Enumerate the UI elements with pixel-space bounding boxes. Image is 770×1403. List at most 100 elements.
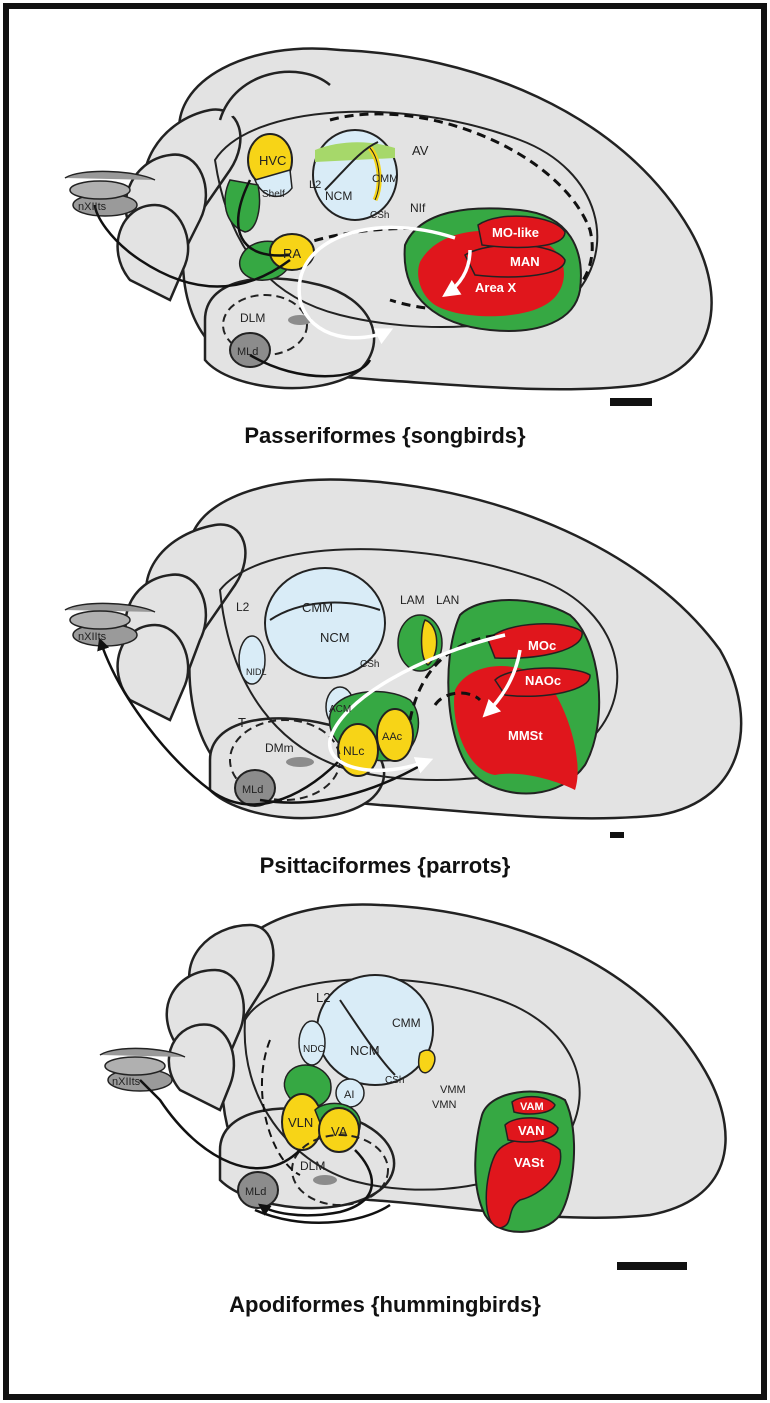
label-ncm: NCM bbox=[320, 630, 350, 645]
label-van: VAN bbox=[518, 1123, 544, 1138]
label-mmst: MMSt bbox=[508, 728, 543, 743]
label-naoc: NAOc bbox=[525, 673, 561, 688]
nxiits-brainstem bbox=[64, 170, 156, 217]
auditory-boundary bbox=[269, 601, 381, 621]
label-cmm: CMM bbox=[392, 1016, 421, 1030]
label-nxiits: nXIIts bbox=[112, 1076, 141, 1088]
label-l2: L2 bbox=[316, 990, 330, 1005]
red-vam bbox=[511, 1096, 556, 1115]
label-hvc: HVC bbox=[259, 153, 286, 168]
panel-parrot: CMM NCM L2 NIDL CSh ACM LAM LAN MOc NAOc… bbox=[64, 478, 743, 878]
label-lam: LAM bbox=[400, 593, 425, 607]
label-l2: L2 bbox=[309, 179, 321, 191]
label-cmm: CMM bbox=[372, 173, 398, 185]
ndc-nucleus bbox=[298, 1020, 326, 1066]
dlm-dot bbox=[313, 1175, 337, 1185]
label-csh: CSh bbox=[385, 1075, 404, 1086]
motor-pathway-2 bbox=[259, 758, 431, 804]
label-va: VA bbox=[331, 1124, 348, 1139]
white-loop-arrow bbox=[328, 633, 506, 774]
label-mo-like: MO-like bbox=[492, 225, 539, 240]
nxiits-brainstem bbox=[64, 602, 156, 647]
label-man: MAN bbox=[510, 254, 540, 269]
label-csh: CSh bbox=[370, 210, 389, 221]
aac-nucleus bbox=[376, 708, 414, 762]
panel-title-hummingbird: Apodiformes {hummingbirds} bbox=[229, 1292, 541, 1317]
label-l2: L2 bbox=[236, 600, 250, 614]
scale-bar bbox=[617, 1262, 687, 1270]
label-mld: MLd bbox=[242, 784, 263, 796]
auditory-region bbox=[316, 974, 434, 1086]
label-area-x: Area X bbox=[475, 280, 517, 295]
dashed-pathway-2 bbox=[433, 691, 482, 706]
mld-midbrain bbox=[234, 769, 276, 807]
auditory-pathway bbox=[254, 1203, 391, 1224]
label-csh: CSh bbox=[360, 659, 379, 670]
motor-pathway bbox=[97, 637, 341, 806]
red-naoc bbox=[494, 667, 591, 698]
panel-hummingbird: L2 CMM NCM NDC AI CSh VMM VMN VLN VA DLM… bbox=[99, 903, 727, 1317]
label-mld: MLd bbox=[245, 1186, 266, 1198]
motor-pathway bbox=[139, 1079, 301, 1170]
label-av: AV bbox=[412, 143, 429, 158]
label-lan: LAN bbox=[436, 593, 459, 607]
label-dlm: DLM bbox=[300, 1159, 325, 1173]
lan-nucleus bbox=[420, 619, 438, 666]
auditory-boundary bbox=[339, 999, 396, 1076]
label-nxiits: nXIIts bbox=[78, 631, 107, 643]
red-mmst bbox=[454, 666, 578, 790]
label-shelf: Shelf bbox=[262, 189, 285, 200]
nxiits-brainstem bbox=[99, 1047, 186, 1092]
ndl-nucleus bbox=[238, 635, 266, 685]
auditory-pathway bbox=[249, 353, 372, 378]
label-nxiits: nXIIts bbox=[78, 201, 107, 213]
label-ncm: NCM bbox=[350, 1043, 380, 1058]
dmm-dot bbox=[286, 757, 314, 767]
motor-pathway-2 bbox=[93, 204, 291, 288]
label-nif: NIf bbox=[410, 201, 426, 215]
white-loop-arrow bbox=[297, 225, 456, 345]
panel-title-parrot: Psittaciformes {parrots} bbox=[260, 853, 511, 878]
label-vam: VAM bbox=[520, 1101, 544, 1113]
label-vmm: VMM bbox=[440, 1084, 466, 1096]
label-vln: VLN bbox=[288, 1115, 313, 1130]
label-ncm: NCM bbox=[325, 189, 352, 203]
label-moc: MOc bbox=[528, 638, 556, 653]
dashed-pathway bbox=[408, 633, 501, 721]
label-acm: ACM bbox=[329, 704, 351, 715]
dlm-thalamus bbox=[291, 1134, 389, 1206]
label-vast: VASt bbox=[514, 1155, 545, 1170]
red-mo-like bbox=[477, 215, 566, 249]
label-dlm: DLM bbox=[240, 311, 265, 325]
label-t: T bbox=[238, 715, 246, 730]
label-ai: AI bbox=[344, 1089, 354, 1101]
label-nlc: NLc bbox=[343, 744, 364, 758]
auditory-region bbox=[312, 129, 398, 221]
panel-title-songbird: Passeriformes {songbirds} bbox=[244, 423, 526, 448]
green-hvc-region bbox=[224, 179, 261, 233]
motor-pathway bbox=[236, 179, 291, 257]
red-moc bbox=[487, 623, 583, 660]
label-aac: AAc bbox=[382, 731, 403, 743]
va-nucleus bbox=[318, 1107, 360, 1153]
white-loop-arrow-2 bbox=[442, 249, 472, 297]
panel-songbird: HVC Shelf L2 NCM CMM CSh AV NIf RA DLM M… bbox=[64, 47, 713, 448]
label-cmm: CMM bbox=[302, 600, 333, 615]
motor-pathway-2 bbox=[257, 1149, 374, 1217]
red-van bbox=[504, 1117, 559, 1143]
label-dmm: DMm bbox=[265, 741, 294, 755]
scale-bar bbox=[610, 398, 652, 406]
vmm-nucleus bbox=[418, 1049, 436, 1074]
label-ndl: NIDL bbox=[246, 667, 267, 677]
label-ra: RA bbox=[283, 246, 301, 261]
label-vmn: VMN bbox=[432, 1099, 457, 1111]
white-loop-arrow-2 bbox=[482, 649, 522, 718]
label-ndc: NDC bbox=[303, 1044, 325, 1055]
dashed-pathway bbox=[261, 1039, 301, 1176]
scale-bar bbox=[610, 832, 624, 838]
auditory-region bbox=[264, 567, 386, 679]
label-mld: MLd bbox=[237, 346, 258, 358]
mld-midbrain bbox=[229, 332, 271, 368]
